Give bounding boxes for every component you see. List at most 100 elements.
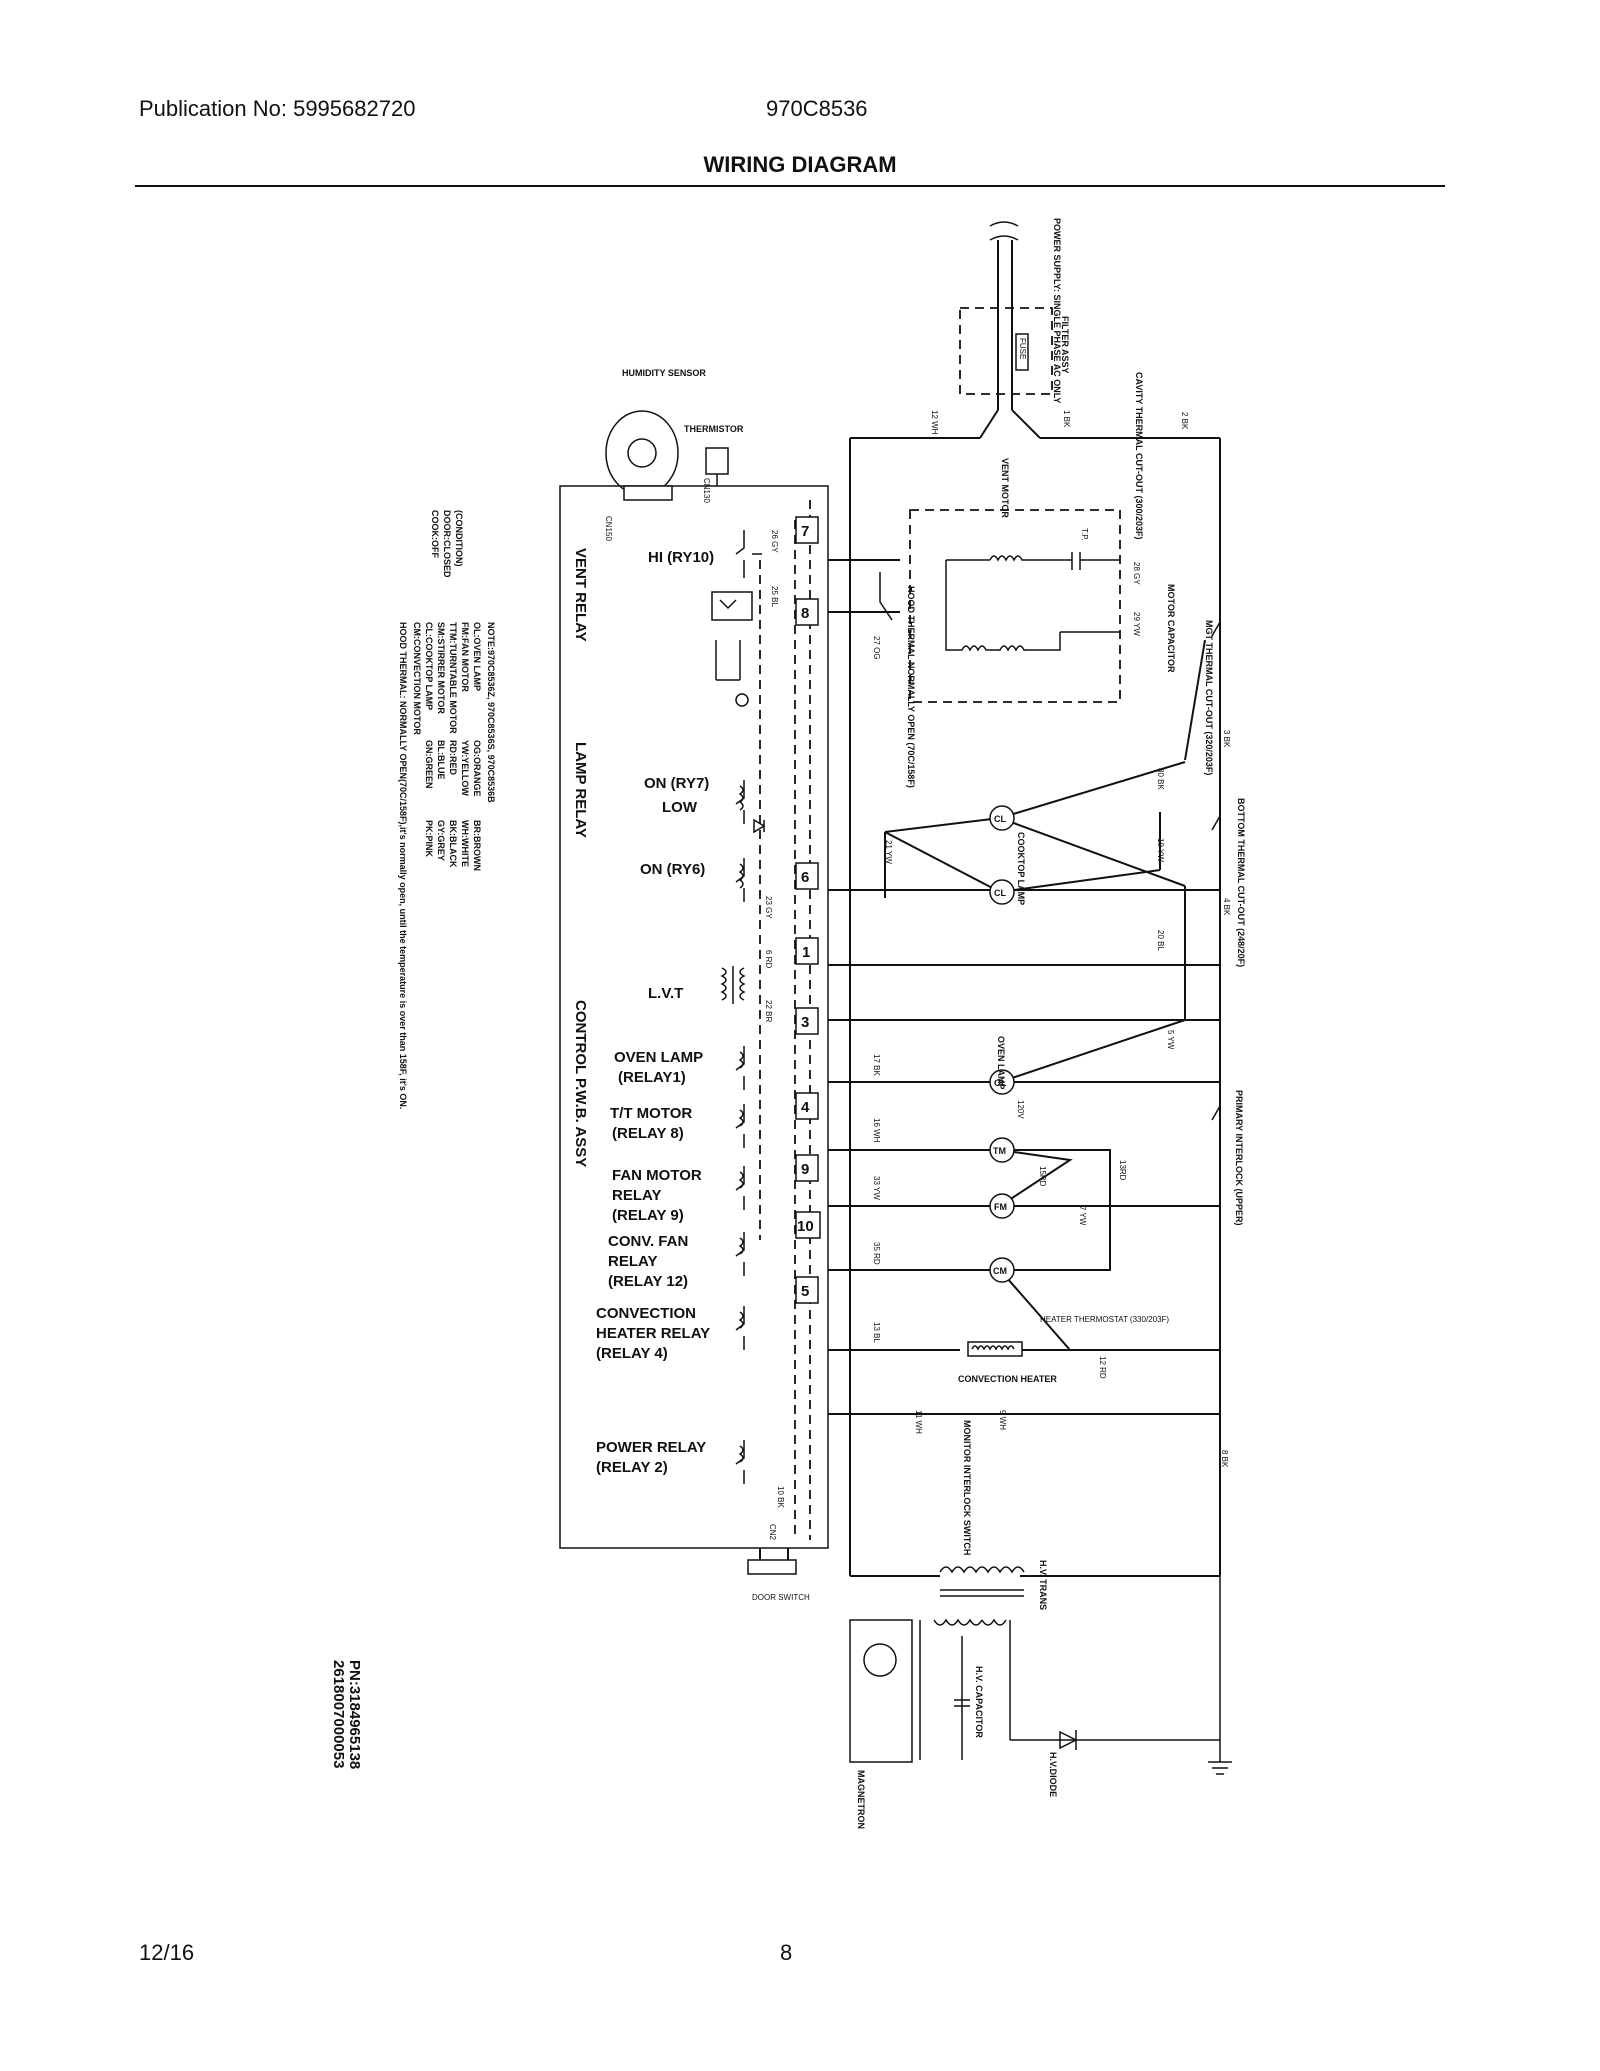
on-ry6-label: ON (RY6) (640, 861, 705, 878)
vent-motor-windings (945, 552, 1120, 652)
svg-text:2 BK: 2 BK (1180, 412, 1189, 430)
svg-text:CM: CM (993, 1266, 1007, 1276)
svg-text:33 YW: 33 YW (872, 1176, 881, 1200)
ground-icon (1208, 1750, 1232, 1775)
hv-trans-label: H.V. TRANS (1038, 1560, 1048, 1610)
tp-label: T.P. (1080, 528, 1089, 541)
connector-1 (795, 937, 819, 965)
fan-motor (989, 1193, 1015, 1219)
lamp-diode (753, 818, 766, 834)
svg-text:BR:BROWN: BR:BROWN (472, 820, 482, 871)
tt-motor-relay-label-2: (RELAY 8) (612, 1125, 684, 1142)
power-supply-label: POWER SUPPLY: SINGLE PHASE AC ONLY (1052, 218, 1062, 403)
vent-motor-box (909, 509, 1121, 703)
svg-text:20 BL: 20 BL (1156, 930, 1165, 951)
thermistor-label: THERMISTOR (684, 424, 744, 434)
svg-text:FUSE: FUSE (1018, 338, 1027, 359)
svg-text:8 BK: 8 BK (1220, 1450, 1229, 1468)
publication-number: Publication No: 5995682720 (139, 96, 416, 121)
svg-text:(CONDITION): (CONDITION) (454, 510, 464, 567)
svg-text:35 RD: 35 RD (872, 1242, 881, 1265)
connector-5 (795, 1276, 819, 1304)
conv-heater-relay-label-3: (RELAY 4) (596, 1345, 668, 1362)
hood-thermal-symbol (879, 572, 893, 621)
svg-text:DOOR:CLOSED: DOOR:CLOSED (442, 510, 452, 578)
door-switch-label: DOOR SWITCH (752, 1593, 810, 1602)
svg-text:8: 8 (801, 605, 809, 622)
title-rule (135, 185, 1445, 187)
svg-text:3: 3 (801, 1014, 809, 1031)
svg-text:13 BL: 13 BL (872, 1322, 881, 1343)
svg-text:15RD: 15RD (1038, 1166, 1047, 1187)
svg-text:SM:STIRRER MOTOR: SM:STIRRER MOTOR (436, 622, 446, 714)
tt-motor-relay-label-1: T/T MOTOR (610, 1105, 692, 1122)
svg-text:30 BK: 30 BK (1156, 768, 1165, 790)
svg-text:23 GY: 23 GY (764, 896, 773, 919)
hv-capacitor-label: H.V. CAPACITOR (974, 1666, 984, 1738)
connector-10 (795, 1211, 821, 1239)
svg-text:RD:RED: RD:RED (448, 740, 458, 775)
model-number: 970C8536 (766, 96, 868, 121)
on-ry7-label: ON (RY7) (644, 775, 709, 792)
svg-text:29 YW: 29 YW (1132, 612, 1141, 636)
vent-relay-logic (711, 591, 753, 707)
turntable-motor (989, 1137, 1015, 1163)
svg-text:17 BK: 17 BK (872, 1054, 881, 1076)
svg-text:BL:BLUE: BL:BLUE (436, 740, 446, 780)
fan-motor-relay-label-2: RELAY (612, 1187, 661, 1204)
hv-diode-label: H.V.DIODE (1048, 1752, 1058, 1797)
svg-text:27 OG: 27 OG (872, 636, 881, 660)
cn2-label: CN2 (768, 1524, 777, 1541)
svg-text:6: 6 (801, 869, 809, 886)
svg-text:9 WH: 9 WH (998, 1410, 1007, 1430)
conv-heater-relay-label-2: HEATER RELAY (596, 1325, 710, 1342)
cooktop-lamp-2 (989, 879, 1015, 905)
motor-capacitor-label: MOTOR CAPACITOR (1166, 584, 1176, 673)
svg-text:28 GY: 28 GY (1132, 562, 1141, 585)
power-relay-label-2: (RELAY 2) (596, 1459, 668, 1476)
part-number: PN:3184965138 (346, 1660, 363, 1769)
svg-text:TM: TM (993, 1146, 1006, 1156)
connector-9 (795, 1154, 819, 1182)
cooktop-lamp-label: COOKTOP LAMP (1016, 832, 1026, 905)
hv-transformer (919, 1566, 1221, 1760)
svg-text:11 WH: 11 WH (914, 1410, 923, 1434)
lvt-label: L.V.T (648, 985, 683, 1002)
svg-text:1: 1 (802, 944, 810, 961)
svg-text:120V: 120V (1016, 1100, 1025, 1119)
svg-text:CM:CONVECTION MOTOR: CM:CONVECTION MOTOR (412, 622, 422, 735)
svg-text:21 YW: 21 YW (884, 840, 893, 864)
primary-interlock-label: PRIMARY INTERLOCK (UPPER) (1234, 1090, 1244, 1226)
fan-motor-relay-label-3: (RELAY 9) (612, 1207, 684, 1224)
page-title: WIRING DIAGRAM (703, 152, 897, 177)
svg-text:5: 5 (801, 1283, 809, 1300)
svg-text:7: 7 (801, 523, 809, 540)
control-pwb-box (559, 485, 829, 1549)
connector-8 (795, 598, 819, 626)
svg-text:COOK:OFF: COOK:OFF (430, 510, 440, 558)
oven-lamp-label: OVEN LAMP (996, 1036, 1006, 1090)
oven-lamp-relay-label-1: OVEN LAMP (614, 1049, 703, 1066)
svg-text:19 YW: 19 YW (1156, 838, 1165, 862)
power-relay-label-1: POWER RELAY (596, 1439, 706, 1456)
hood-note: HOOD THERMAL: NORMALLY OPEN(70C/158F),it… (398, 622, 408, 1109)
svg-text:OL: OL (994, 1078, 1007, 1088)
svg-text:CL:COOKTOP LAMP: CL:COOKTOP LAMP (424, 622, 434, 710)
svg-text:22 BR: 22 BR (764, 1000, 773, 1022)
main-wiring (759, 240, 1221, 1577)
svg-text:26 GY: 26 GY (770, 530, 779, 553)
fan-motor-relay-label-1: FAN MOTOR (612, 1167, 702, 1184)
cn150-label: CN150 (604, 516, 613, 541)
filter-assy-label: FILTER ASSY (1060, 316, 1070, 374)
legend-notes: NOTE:970C8536Z, 970C8536S, 970C8536B OL:… (330, 510, 496, 1769)
magnetron-label: MAGNETRON (856, 1770, 866, 1829)
cn130-label: CN130 (702, 478, 711, 503)
svg-text:5 YW: 5 YW (1166, 1030, 1175, 1050)
conv-fan-relay-label-1: CONV. FAN (608, 1233, 688, 1250)
svg-text:3 BK: 3 BK (1222, 730, 1231, 748)
svg-text:12 RD: 12 RD (1098, 1356, 1107, 1379)
mgt-thermal-label: MGT THERMAL CUT-OUT (320/203F) (1204, 620, 1214, 775)
lvt-transformer (720, 966, 746, 1004)
svg-text:4: 4 (801, 1099, 810, 1116)
